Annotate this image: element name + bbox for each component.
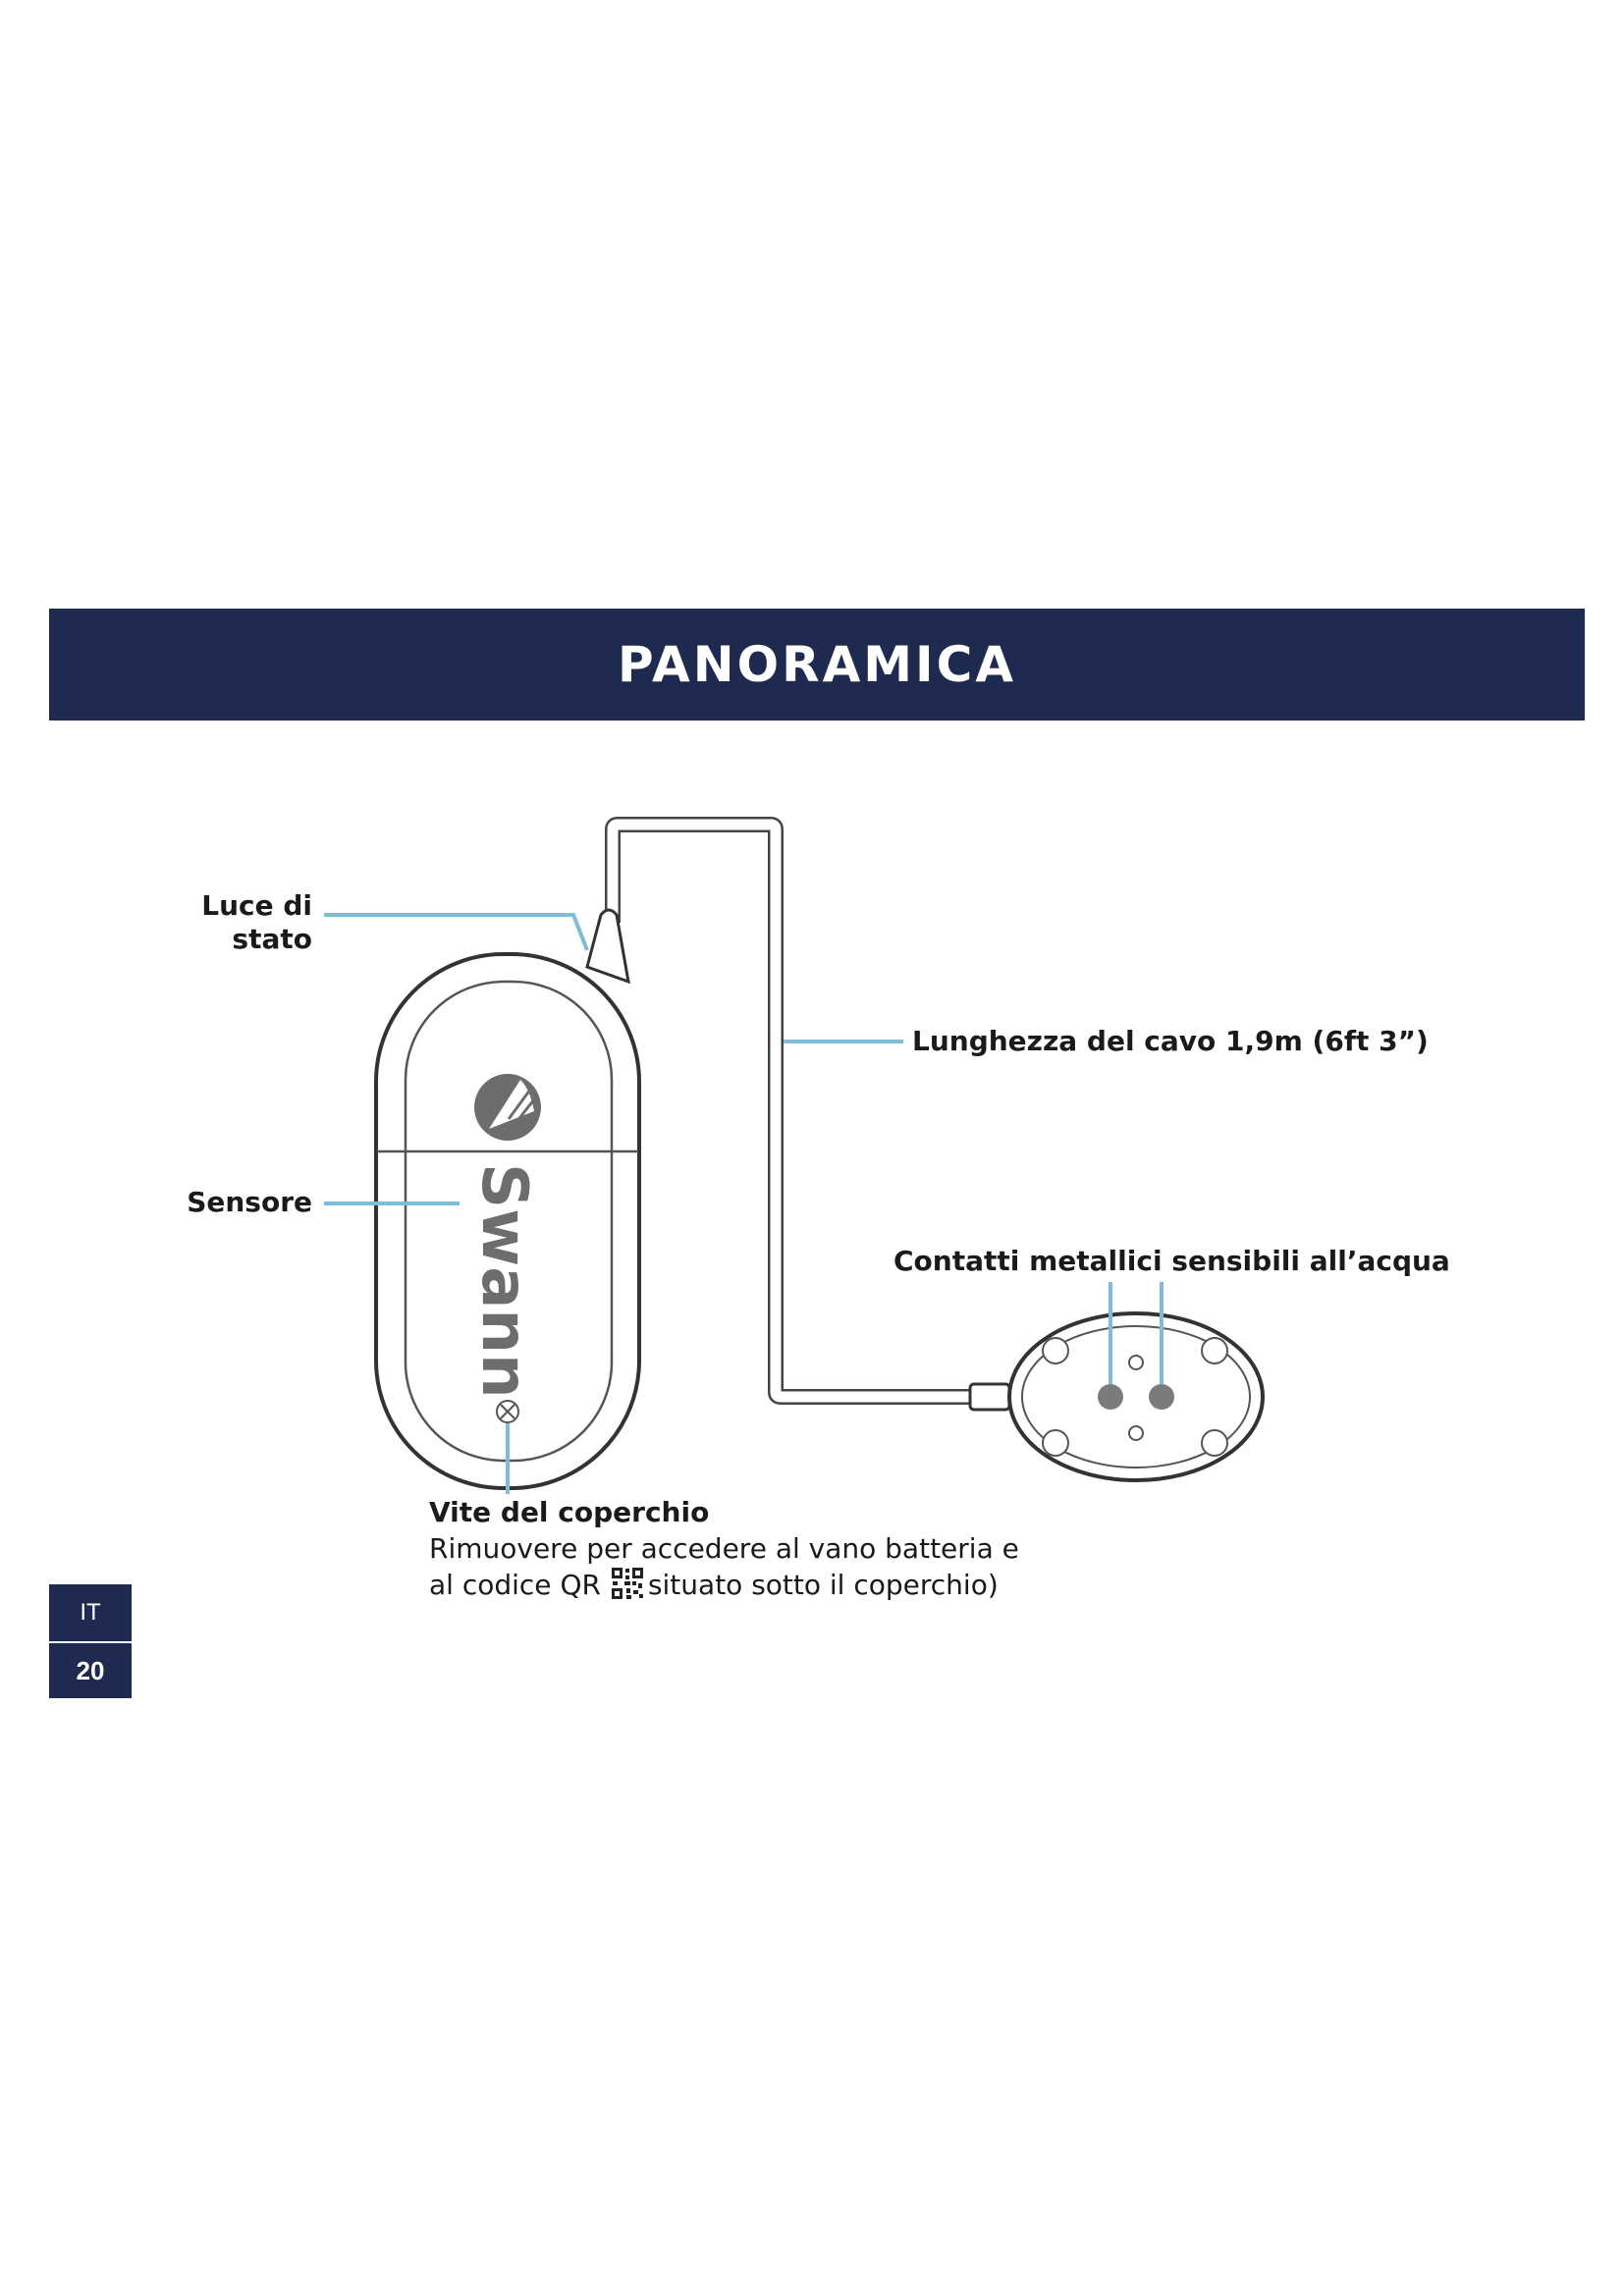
- label-cover-screw: Vite del coperchio: [429, 1496, 710, 1528]
- label-status-light: Luce di stato: [201, 889, 312, 956]
- swann-logo-icon: [474, 1074, 541, 1141]
- cover-screw-desc-line1: Rimuovere per accedere al vano batteria …: [429, 1532, 1019, 1565]
- page-number-tab: 20: [49, 1641, 132, 1698]
- label-cable-length: Lunghezza del cavo 1,9m (6ft 3”): [912, 1025, 1429, 1057]
- language-code: IT: [80, 1599, 101, 1626]
- label-sensor: Sensore: [187, 1186, 312, 1218]
- language-tab: IT: [49, 1584, 132, 1641]
- page-title: PANORAMICA: [617, 636, 1017, 693]
- cover-screw-icon: [496, 1400, 519, 1423]
- probe-connector: [968, 1382, 1011, 1412]
- label-metal-contacts: Contatti metallici sensibili all’acqua: [893, 1245, 1450, 1277]
- cover-screw-desc-line2-a: al codice QR: [429, 1569, 601, 1601]
- brand-name: Swann: [467, 1163, 540, 1399]
- label-status-light-line2: stato: [232, 923, 312, 955]
- leader-status-light: [324, 913, 589, 951]
- cover-screw-note: Vite del coperchio Rimuovere per acceder…: [429, 1494, 1019, 1603]
- label-status-light-line1: Luce di: [201, 889, 312, 922]
- metal-contact-left: [1098, 1384, 1123, 1410]
- page-number: 20: [76, 1655, 105, 1685]
- sensor-cable: [605, 817, 972, 1405]
- cover-screw-desc-line2: al codice QR situato sotto il coperchio): [429, 1567, 1019, 1603]
- water-probe: [1007, 1311, 1265, 1482]
- qr-code-icon: [610, 1567, 644, 1600]
- title-banner: PANORAMICA: [49, 609, 1585, 721]
- status-light: [585, 908, 630, 985]
- cover-screw-desc-line2-b: situato sotto il coperchio): [647, 1569, 999, 1601]
- metal-contact-right: [1149, 1384, 1174, 1410]
